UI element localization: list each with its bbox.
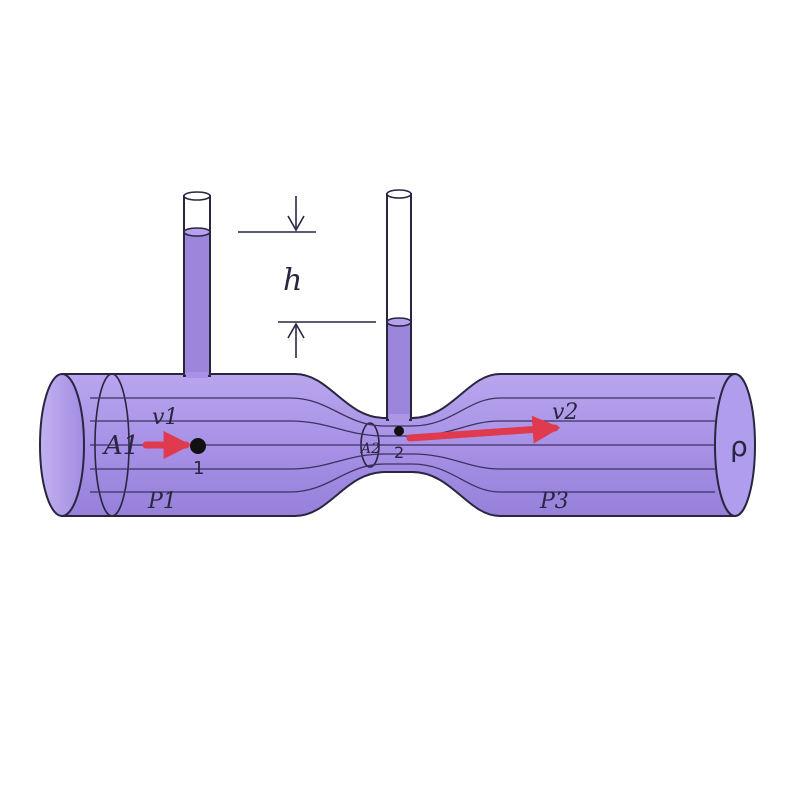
density-label: ρ xyxy=(730,430,748,463)
height-label: h xyxy=(283,263,302,298)
tube-2-meniscus xyxy=(386,317,412,327)
upper-arrow-head xyxy=(287,215,305,232)
tube-2-top-rim xyxy=(386,189,412,199)
tube-2-empty-part xyxy=(386,193,412,323)
manometer-tube-1 xyxy=(183,191,211,378)
velocity-arrow-2 xyxy=(406,415,561,444)
tube-1-meniscus xyxy=(183,227,211,237)
point-2-marker xyxy=(394,426,404,436)
lower-arrow-head xyxy=(287,322,305,339)
tube-2-fluid-column xyxy=(386,321,412,421)
velocity-v2-label: v2 xyxy=(552,400,578,425)
inlet-end-cap xyxy=(39,373,85,517)
velocity-v1-label: v1 xyxy=(152,405,178,430)
pressure-p1-label: P1 xyxy=(147,489,177,514)
height-dimension xyxy=(238,196,376,358)
point-1-label: 1 xyxy=(193,458,204,479)
tube-1-top-rim xyxy=(183,191,211,201)
streamlines xyxy=(90,397,715,493)
streamline xyxy=(90,453,715,470)
streamline xyxy=(90,463,715,493)
area-a2-label: A2 xyxy=(359,441,380,457)
area-a1-label: A1 xyxy=(102,431,139,461)
streamline xyxy=(90,420,715,437)
manometer-tube-2 xyxy=(386,189,412,422)
tube-1-fluid-column xyxy=(183,231,211,377)
pressure-p3-label: P3 xyxy=(539,489,569,514)
point-1-marker xyxy=(190,438,206,454)
streamline xyxy=(90,397,715,427)
tube-1-empty-part xyxy=(183,195,211,233)
point-2-label: 2 xyxy=(394,443,404,462)
